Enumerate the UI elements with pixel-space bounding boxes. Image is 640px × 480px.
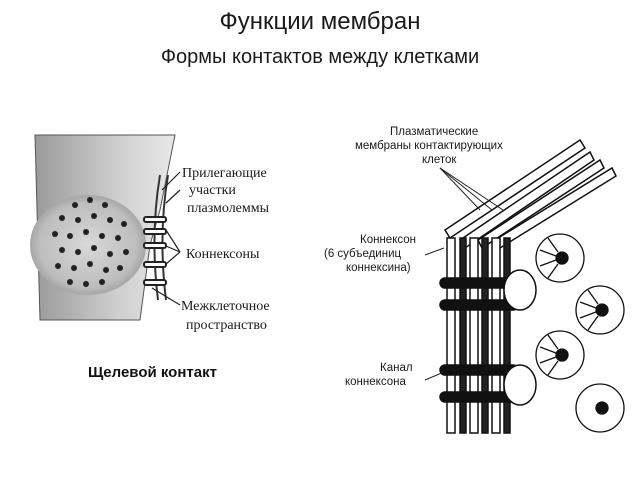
label-adjacent-membranes-line3: плазмолеммы [187,201,270,216]
membrane-layers-3d [443,138,617,434]
label-channel-line1: Канал [380,362,413,374]
connexon-dots [52,197,129,287]
label-connexon-line2: (6 субъединиц [324,248,401,260]
label-channel-line2: коннексона [345,376,406,388]
page-title: Функции мембран [219,8,421,35]
right-pointer-lines [424,167,504,381]
label-plasma-membranes-line1: Плазматические [390,126,478,138]
label-plasma-membranes-line2: мембраны контактирующих [355,140,503,152]
label-intercellular-space-line2: пространство [186,318,267,333]
connexon-rings [503,269,537,406]
connexon-end-views [535,233,625,433]
label-connexons: Коннексоны [186,247,260,262]
label-adjacent-membranes-line1: Прилегающие [182,166,267,181]
left-pointer-lines [151,171,181,306]
label-intercellular-space-line1: Межклеточное [181,299,270,314]
label-connexon-line3: коннексина) [346,262,411,274]
page-subtitle: Формы контактов между клетками [160,46,480,68]
label-plasma-membranes-line3: клеток [422,154,457,166]
gap-junction-caption: Щелевой контакт [88,364,217,381]
label-adjacent-membranes-line2: участки [189,183,236,198]
connexon-channels [439,277,519,403]
connexon-plugs [143,216,167,286]
label-connexon-line1: Коннексон [360,234,416,246]
membrane-sheet-illustration [30,134,176,321]
